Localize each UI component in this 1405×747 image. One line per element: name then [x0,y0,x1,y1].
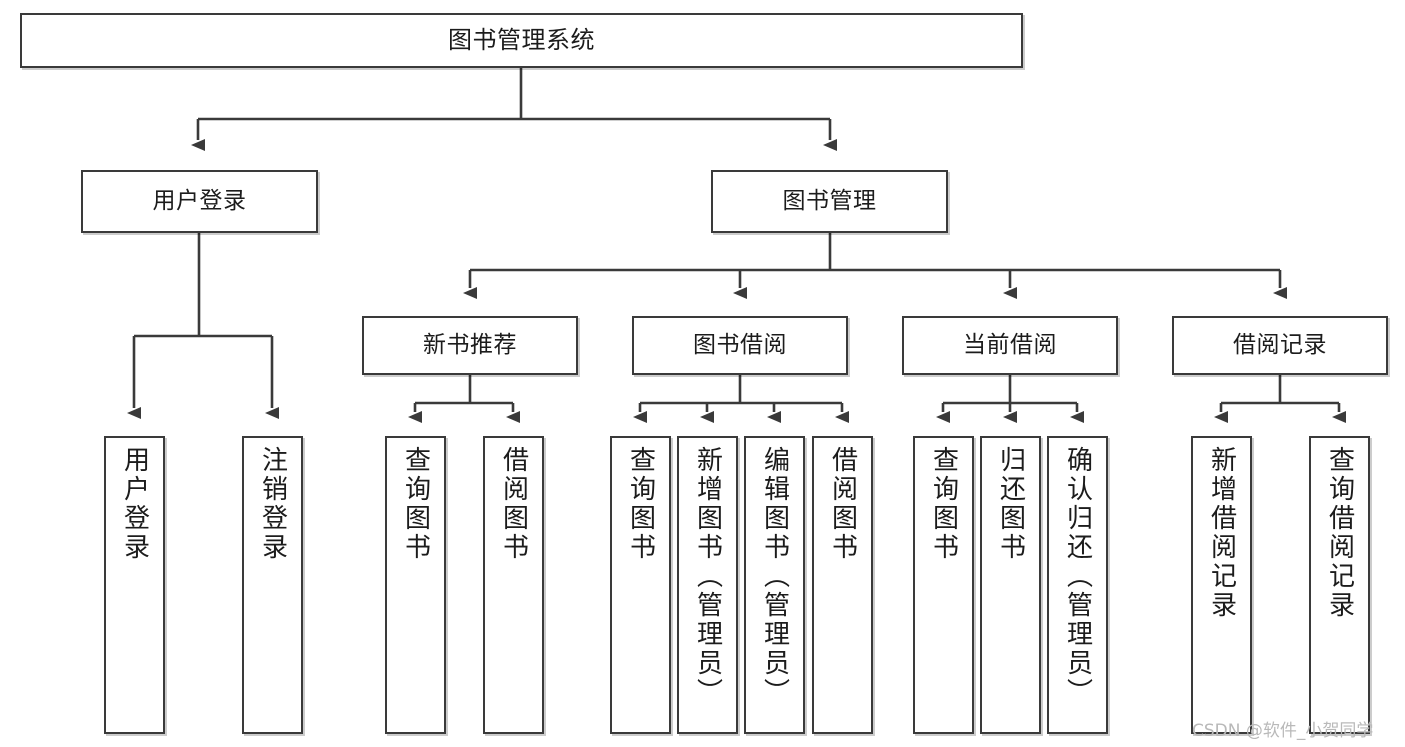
leaf-confirm-return-admin[interactable]: 确认归还（管理员） [1047,436,1108,734]
node-book-management[interactable]: 图书管理 [711,170,948,233]
node-label: 查询图书 [400,446,431,562]
node-label: 编辑图书（管理员） [759,446,790,707]
node-label: 图书借阅 [693,331,787,358]
node-book-borrow[interactable]: 图书借阅 [632,316,848,375]
csdn-watermark: CSDN @软件_小贺同学 [1192,721,1374,741]
node-label: 新增借阅记录 [1206,446,1237,620]
node-label: 归还图书 [995,446,1026,562]
leaf-edit-book-admin[interactable]: 编辑图书（管理员） [744,436,805,734]
node-label: 图书管理 [782,187,877,214]
node-label: 用户登录 [119,446,150,562]
leaf-borrow-book[interactable]: 借阅图书 [812,436,873,734]
node-label: 注销登录 [257,446,288,562]
node-label: 查询图书 [928,446,959,562]
node-label: 新增图书（管理员） [692,446,723,707]
leaf-query-book-recommend[interactable]: 查询图书 [385,436,446,734]
node-label: 新书推荐 [423,331,517,358]
node-label: 用户登录 [152,187,247,214]
node-label: 借阅图书 [498,446,529,562]
leaf-user-login[interactable]: 用户登录 [104,436,165,734]
leaf-add-borrow-record[interactable]: 新增借阅记录 [1191,436,1252,734]
leaf-logout[interactable]: 注销登录 [242,436,303,734]
node-label: 查询借阅记录 [1324,446,1355,620]
leaf-borrow-book-recommend[interactable]: 借阅图书 [483,436,544,734]
node-new-book-recommend[interactable]: 新书推荐 [362,316,578,375]
leaf-return-book[interactable]: 归还图书 [980,436,1041,734]
node-label: 图书管理系统 [448,26,595,55]
node-current-borrow[interactable]: 当前借阅 [902,316,1118,375]
node-label: 查询图书 [625,446,656,562]
node-label: 确认归还（管理员） [1062,446,1093,707]
node-borrow-record[interactable]: 借阅记录 [1172,316,1388,375]
leaf-query-borrow-record[interactable]: 查询借阅记录 [1309,436,1370,734]
leaf-add-book-admin[interactable]: 新增图书（管理员） [677,436,738,734]
node-root-system[interactable]: 图书管理系统 [20,13,1023,68]
leaf-query-book-borrow[interactable]: 查询图书 [610,436,671,734]
node-label: 当前借阅 [963,331,1057,358]
node-label: 借阅图书 [827,446,858,562]
node-label: 借阅记录 [1233,331,1327,358]
leaf-query-book-current[interactable]: 查询图书 [913,436,974,734]
node-user-login[interactable]: 用户登录 [81,170,318,233]
